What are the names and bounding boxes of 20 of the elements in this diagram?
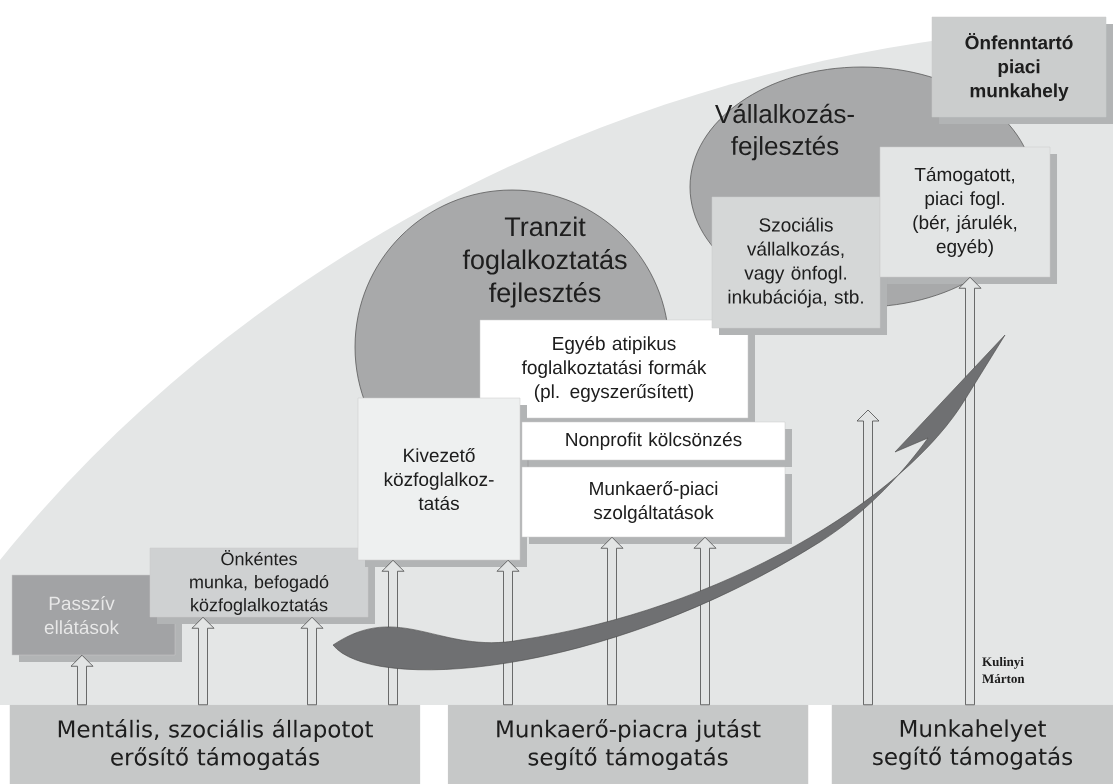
block-arrow <box>191 616 215 706</box>
goal-box: Önfenntartó piaci munkahely <box>931 16 1113 124</box>
support-band: Munkahelyet segítő támogatás <box>831 704 1113 784</box>
info-box: Támogatott, piaci fogl. (bér, járulék, egyéb) <box>879 146 1057 284</box>
block-arrow <box>693 536 717 706</box>
block-arrow <box>958 276 982 706</box>
support-band: Mentális, szociális állapotot erősítő támogatás <box>9 704 421 784</box>
author-name: Kulinyi Márton <box>982 656 1025 684</box>
info-box: Önkéntes munka, befogadó közfoglalkoztatás <box>149 547 375 624</box>
info-box: Munkaerő-piaci szolgáltatások <box>521 466 792 544</box>
block-arrow <box>70 654 94 706</box>
info-box: Nonprofit kölcsönzés <box>521 421 792 467</box>
info-box: Egyéb atipikus foglalkoztatási formák (pl. egyszerűsített) <box>479 319 755 425</box>
block-arrow <box>300 616 324 706</box>
block-arrow <box>600 536 624 706</box>
support-band: Munkaerő-piacra jutást segítő támogatás <box>447 704 809 784</box>
block-arrow <box>856 409 880 706</box>
info-box: Passzív ellátások <box>11 574 182 662</box>
info-box: Szociális vállalkozás, vagy önfogl. inkubációja, stb. <box>711 196 887 335</box>
info-box: Kivezető közfoglalkoz- tatás <box>357 397 527 567</box>
